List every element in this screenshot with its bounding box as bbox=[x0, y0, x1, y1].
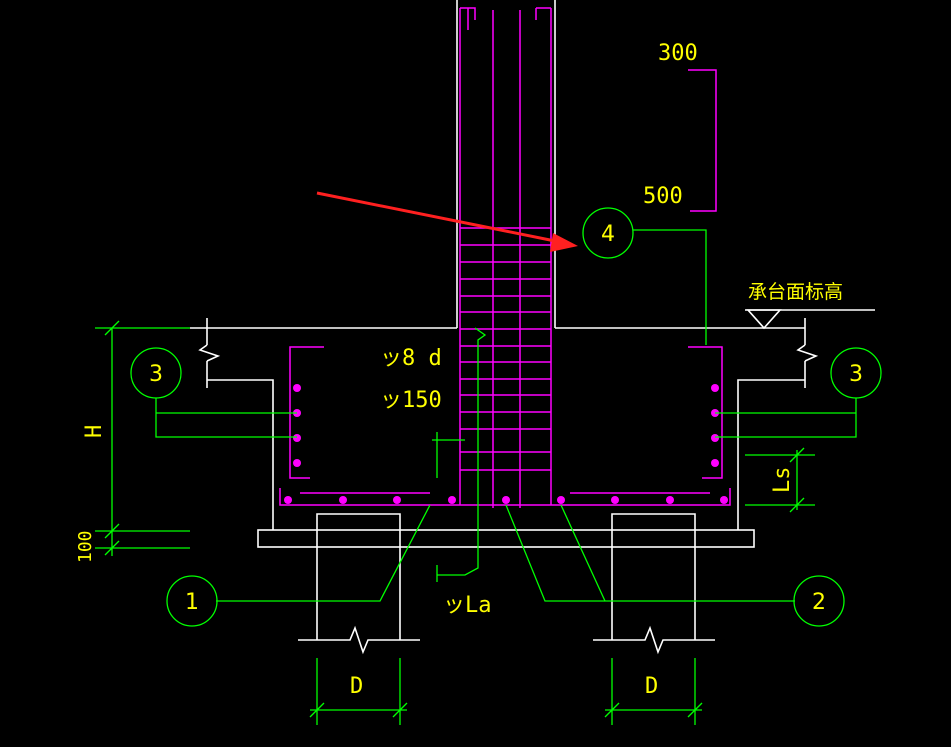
lap-length-label: Ls bbox=[770, 467, 795, 494]
rebar-dots bbox=[284, 384, 728, 504]
pile-diameter-right-label: D bbox=[645, 674, 658, 699]
pointer-arrow bbox=[316, 191, 578, 252]
anchorage-la-label: ッLa bbox=[443, 593, 492, 618]
callout-3-right: 3 bbox=[849, 362, 863, 387]
callout-1-circle bbox=[166, 575, 218, 627]
spacing-d-label: ッ8 d bbox=[380, 346, 442, 371]
elevation-label: 承台面标高 bbox=[748, 281, 843, 303]
callout-1: 1 bbox=[185, 590, 199, 615]
pile-diameter-left-label: D bbox=[350, 674, 363, 699]
callout-4: 4 bbox=[601, 222, 615, 247]
callout-2-circle bbox=[793, 575, 845, 627]
callout-3-right-circle bbox=[830, 347, 882, 399]
blinding-100-label: 100 bbox=[75, 530, 96, 563]
cap-height-label: H bbox=[82, 425, 107, 438]
callout-3-left: 3 bbox=[149, 362, 163, 387]
callout-2: 2 bbox=[812, 590, 826, 615]
concrete-outline bbox=[190, 0, 875, 655]
callout-circles bbox=[130, 207, 882, 627]
dim-300-label: 300 bbox=[658, 41, 698, 66]
dimension-lines bbox=[95, 229, 857, 725]
rebar bbox=[279, 7, 731, 508]
dim-500-label: 500 bbox=[643, 184, 683, 209]
callout-3-left-circle bbox=[130, 347, 182, 399]
spacing-150-label: ッ150 bbox=[380, 388, 442, 413]
callout-4-circle bbox=[582, 207, 634, 259]
